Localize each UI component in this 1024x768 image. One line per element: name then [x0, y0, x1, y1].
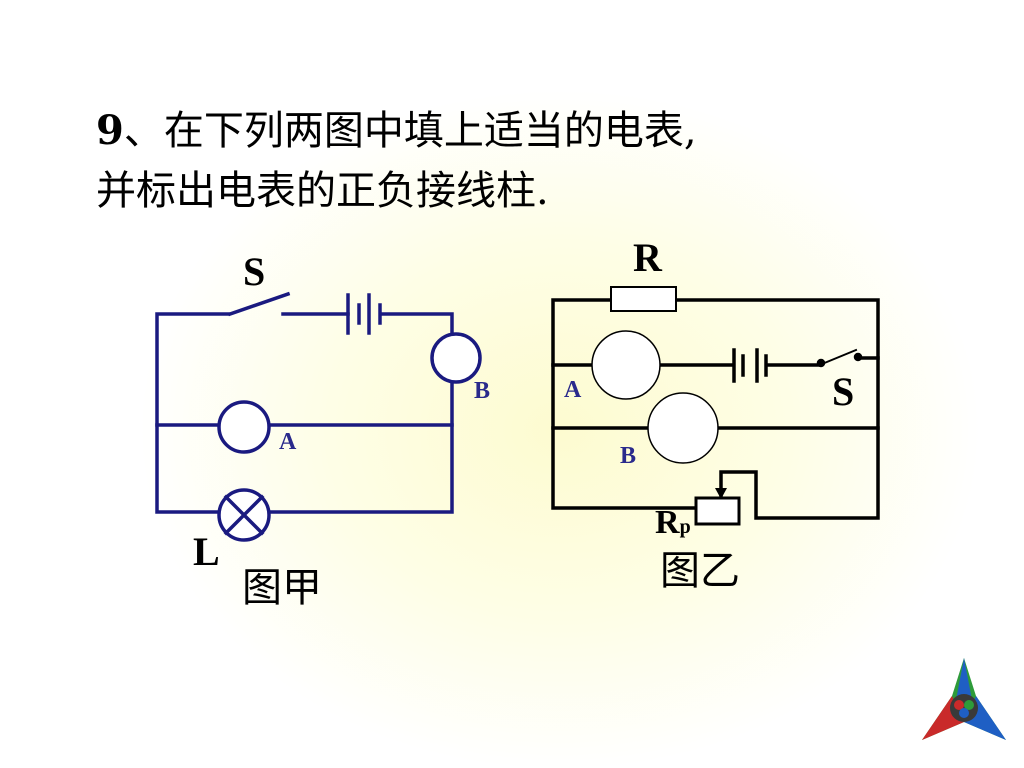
jia-wire-left	[155, 312, 230, 514]
yi-rheostat-rp	[694, 496, 741, 526]
yi-meter-a-label: A	[564, 377, 582, 403]
question-line-1: 9、在下列两图中填上适当的电表,	[96, 98, 697, 156]
yi-resistor-r	[610, 286, 677, 312]
triangle-star-logo-icon	[922, 658, 1006, 740]
circuit-jia	[155, 291, 482, 542]
yi-switch-blade	[820, 348, 858, 366]
yi-switch-contact-1	[816, 358, 826, 368]
question-number: 9	[96, 107, 124, 154]
jia-meter-b	[430, 332, 482, 384]
jia-meter-a-label: A	[279, 429, 297, 455]
jia-caption: 图甲	[242, 565, 322, 611]
jia-switch-label: S	[243, 249, 266, 294]
question-line-2: 并标出电表的正负接线柱.	[96, 168, 549, 214]
question-text-1: 、在下列两图中填上适当的电表,	[123, 108, 697, 154]
yi-rheostat-arrow-icon	[715, 488, 727, 499]
yi-rheostat-label-main: R	[655, 504, 680, 541]
jia-meter-b-label: B	[474, 378, 491, 404]
jia-lamp-label: L	[193, 529, 220, 574]
yi-wire-top-left	[551, 298, 712, 510]
yi-switch-contact-2	[853, 352, 863, 362]
yi-wire-top-right	[674, 298, 880, 520]
circuit-yi	[551, 286, 880, 526]
yi-resistor-label: R	[633, 235, 662, 280]
jia-wire-top-right	[379, 312, 454, 338]
yi-rheostat-label: Rp	[655, 506, 691, 540]
yi-caption: 图乙	[660, 548, 740, 594]
yi-meter-b	[647, 392, 719, 464]
yi-meter-b-label: B	[620, 443, 637, 469]
yi-meter-a	[591, 330, 661, 400]
jia-lamp-icon	[217, 488, 271, 542]
jia-switch-blade	[227, 291, 291, 317]
yi-switch-label: S	[832, 369, 855, 414]
yi-rheostat-label-sub: p	[679, 516, 691, 538]
jia-meter-a	[217, 400, 271, 454]
jia-wire-right	[268, 380, 454, 514]
